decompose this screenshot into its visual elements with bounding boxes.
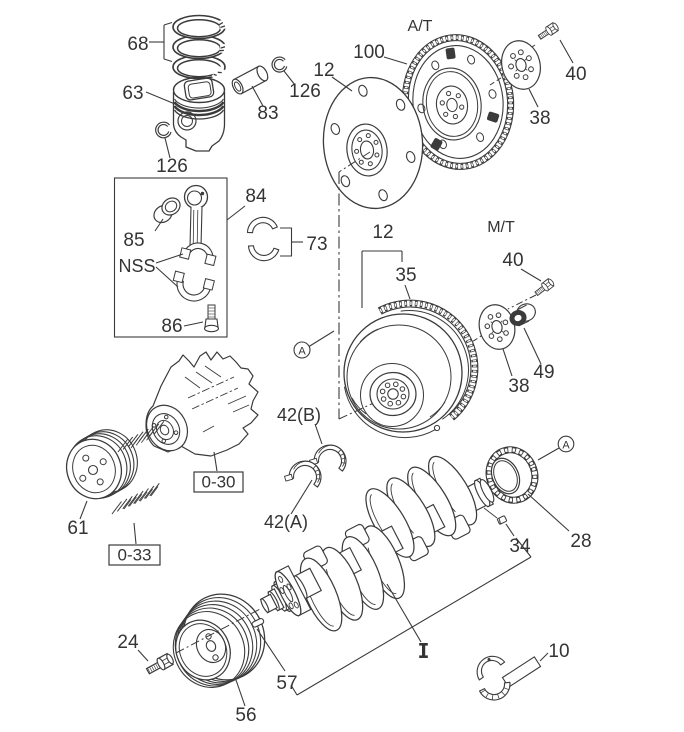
svg-text:0-33: 0-33 (117, 546, 151, 565)
svg-text:73: 73 (306, 234, 327, 255)
svg-text:56: 56 (235, 705, 256, 726)
svg-text:40: 40 (502, 250, 523, 271)
svg-text:0-30: 0-30 (201, 473, 235, 492)
svg-text:126: 126 (156, 156, 188, 177)
svg-text:61: 61 (67, 518, 88, 539)
svg-text:35: 35 (395, 265, 416, 286)
svg-text:68: 68 (127, 34, 148, 55)
svg-text:NSS: NSS (118, 256, 155, 276)
svg-text:49: 49 (533, 362, 554, 383)
svg-text:34: 34 (509, 536, 531, 557)
svg-text:85: 85 (123, 230, 144, 251)
svg-text:63: 63 (122, 83, 143, 104)
svg-text:38: 38 (529, 108, 550, 129)
svg-text:86: 86 (161, 316, 182, 337)
svg-text:A: A (298, 346, 306, 358)
svg-text:24: 24 (117, 632, 139, 653)
svg-text:84: 84 (245, 186, 267, 207)
svg-text:12: 12 (313, 60, 334, 81)
svg-text:12: 12 (372, 222, 393, 243)
svg-text:42(A): 42(A) (264, 512, 308, 532)
svg-text:10: 10 (548, 641, 569, 662)
svg-text:M/T: M/T (487, 219, 515, 236)
svg-text:83: 83 (257, 103, 278, 124)
svg-text:A: A (562, 440, 570, 452)
svg-text:A/T: A/T (408, 18, 433, 35)
svg-text:100: 100 (353, 42, 385, 63)
svg-text:42(B): 42(B) (277, 405, 321, 425)
svg-text:126: 126 (289, 81, 321, 102)
svg-text:38: 38 (508, 376, 529, 397)
svg-text:57: 57 (276, 673, 297, 694)
svg-text:40: 40 (565, 64, 586, 85)
svg-text:28: 28 (570, 531, 591, 552)
